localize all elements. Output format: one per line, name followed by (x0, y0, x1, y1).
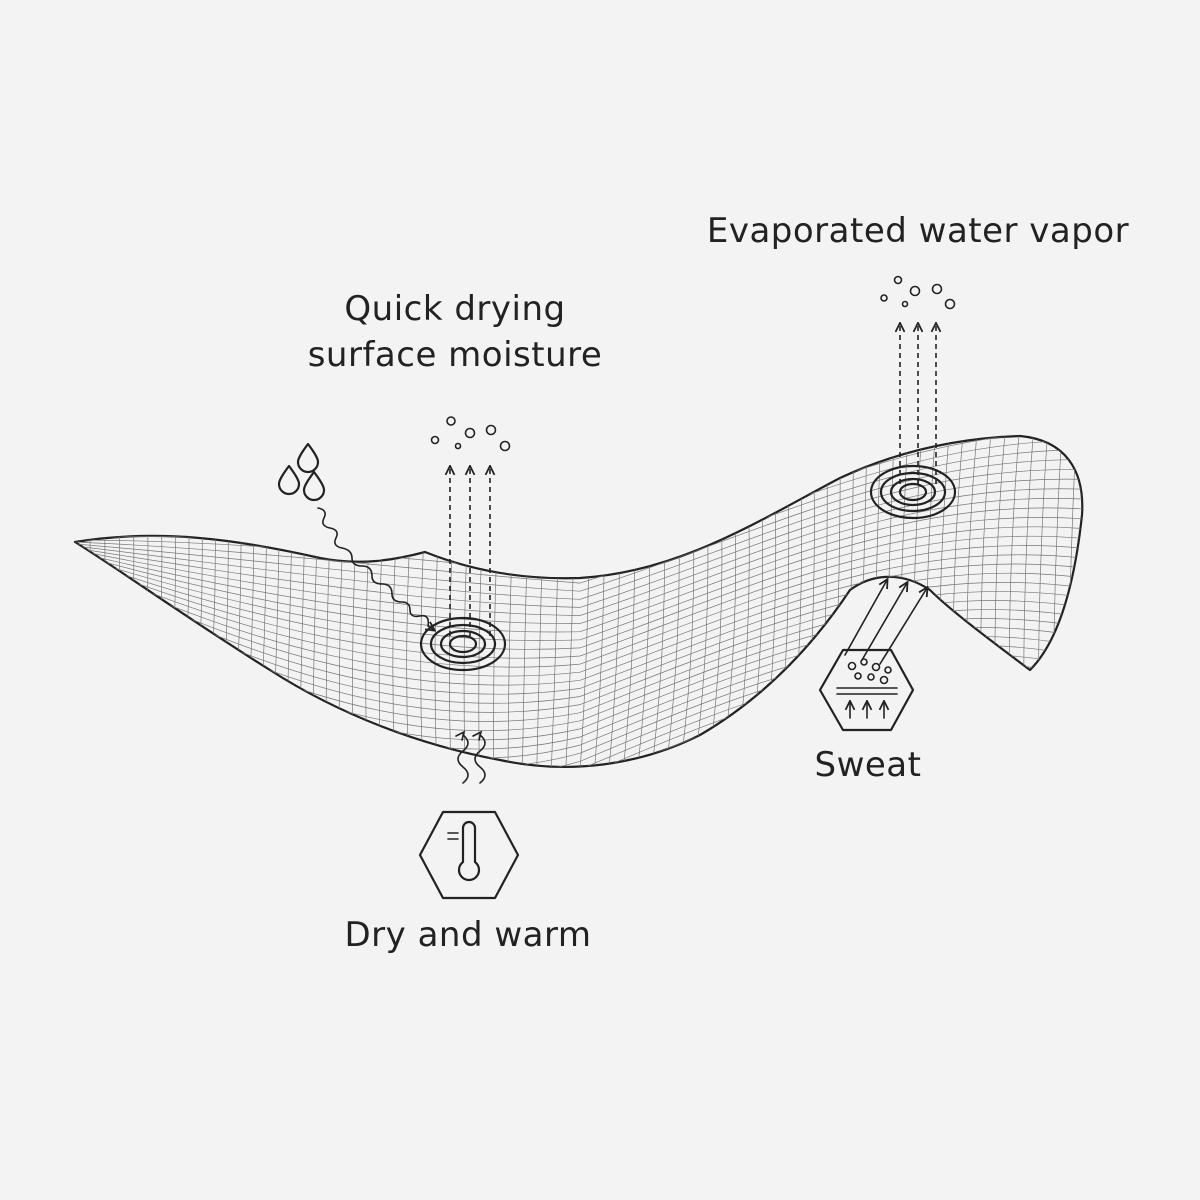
mesh-line (283, 436, 295, 767)
mesh-line (75, 498, 1083, 624)
mesh-line (75, 564, 1083, 695)
mesh-line (75, 469, 1083, 600)
mesh-line (129, 436, 149, 767)
mesh-line (75, 566, 1083, 704)
mesh-line (75, 459, 1083, 592)
sweat-arrows (844, 580, 927, 665)
mesh-line (994, 436, 1009, 767)
mesh-line (352, 436, 365, 767)
up-arrows-icon (900, 324, 936, 484)
mesh-line (661, 436, 680, 767)
mesh-line (75, 579, 1083, 767)
mesh-line (87, 436, 106, 767)
ripple-icon (869, 464, 957, 520)
evaporated-water-vapor-label: Evaporated water vapor (706, 211, 1130, 251)
sweat-icon (818, 648, 915, 732)
mesh-line (801, 436, 815, 767)
mesh-line (378, 436, 393, 767)
up-arrows-icon (450, 467, 490, 636)
mesh-line (75, 436, 91, 767)
mesh-line (717, 436, 737, 767)
mesh-line (75, 526, 1083, 650)
mesh-line (75, 595, 1083, 767)
mesh-line (507, 436, 519, 767)
mesh-line (75, 478, 1083, 608)
mesh-line (227, 436, 242, 767)
mesh-line (1038, 436, 1051, 767)
heat-waves-icon (455, 730, 486, 784)
water-drops-icon (277, 442, 326, 502)
sweat-label: Sweat (814, 745, 922, 785)
mesh-line (980, 436, 995, 767)
mesh-line (535, 436, 547, 767)
mesh-line (871, 436, 883, 767)
fabric-mesh (75, 436, 1083, 767)
mesh-line (75, 449, 1083, 584)
mesh-line (75, 436, 76, 767)
mesh-line (619, 436, 636, 767)
mesh-line (157, 436, 176, 767)
thermometer-icon (418, 810, 520, 900)
mesh-line (75, 436, 1083, 560)
mesh-line (1081, 436, 1083, 767)
mesh-line (199, 436, 216, 767)
mesh-line (101, 436, 120, 767)
mesh-line (605, 436, 620, 767)
mesh-line (75, 517, 1083, 641)
mesh-line (577, 436, 590, 767)
mesh-line (952, 436, 967, 767)
bubbles-icon (430, 416, 511, 452)
mesh-line (75, 554, 1083, 677)
mesh-line (843, 436, 855, 767)
mesh-line (899, 436, 911, 767)
mesh-line (521, 436, 533, 767)
quick-drying-label: Quick drying surface moisture (307, 289, 603, 375)
mesh-line (731, 436, 750, 767)
mesh-line (75, 436, 1083, 530)
fabric-sheet (73, 434, 1084, 768)
mesh-line (912, 436, 925, 767)
mesh-line (1023, 436, 1037, 767)
bubbles-icon (880, 275, 956, 310)
mesh-line (75, 600, 1083, 767)
ripple-icon (419, 616, 507, 672)
mesh-line (338, 436, 351, 767)
mesh-line (75, 436, 1083, 568)
mesh-line (75, 563, 1083, 686)
mesh-line (75, 535, 1083, 659)
mesh-line (75, 439, 1083, 576)
mesh-line (1008, 436, 1023, 767)
mesh-line (689, 436, 709, 767)
mesh-line (241, 436, 255, 767)
mesh-line (75, 591, 1083, 767)
mesh-line (549, 436, 561, 767)
mesh-line (115, 436, 135, 767)
mesh-line (75, 575, 1083, 750)
mesh-line (213, 436, 229, 767)
dry-and-warm-label: Dry and warm (344, 915, 592, 955)
mesh-line (75, 545, 1083, 668)
mesh-line (75, 570, 1083, 722)
mesh-line (269, 436, 281, 767)
mesh-line (325, 436, 337, 767)
mesh-line (703, 436, 723, 767)
mesh-line (434, 436, 449, 767)
mesh-line (75, 507, 1083, 633)
mesh-line (829, 436, 841, 767)
mesh-line (925, 436, 939, 767)
wavy-arrow (317, 507, 434, 630)
mesh-line (857, 436, 869, 767)
mesh-line (143, 436, 163, 767)
